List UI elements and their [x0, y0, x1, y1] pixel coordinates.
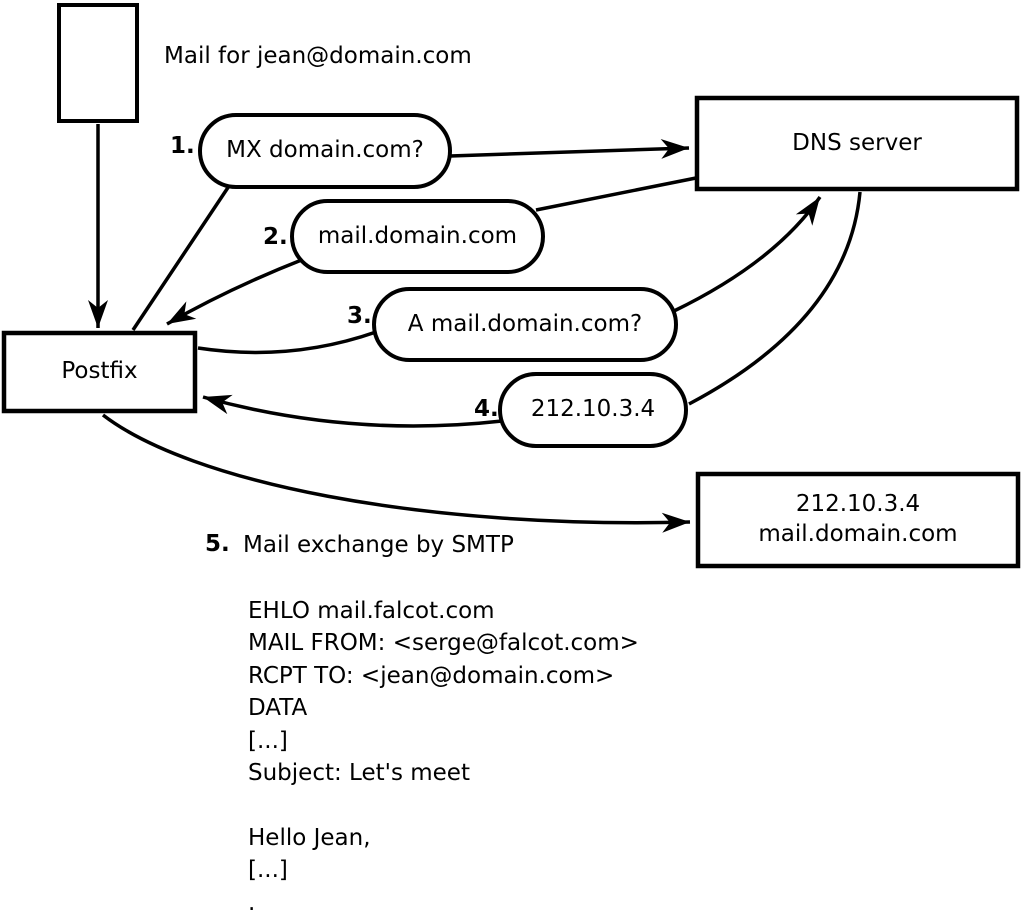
step2-pill — [290, 199, 545, 274]
query3-postfix-segment — [197, 330, 377, 355]
response2-to-postfix-arrow — [166, 257, 305, 326]
postfix-box — [1, 330, 198, 414]
response2-dns-segment — [535, 176, 697, 212]
step4-pill — [498, 372, 688, 448]
smtp-line: Subject: Let's meet — [248, 759, 470, 786]
dns-server-box — [694, 95, 1020, 192]
destination-server-label: 212.10.3.4 mail.domain.com — [698, 474, 1018, 566]
smtp-line: RCPT TO: <jean@domain.com> — [248, 662, 615, 689]
mail-for-label: Mail for jean@domain.com — [164, 43, 472, 69]
step2-pill-label: mail.domain.com — [317, 222, 518, 249]
response4-to-postfix-arrow — [202, 394, 503, 428]
mail-message-box — [57, 3, 139, 123]
destination-server-box — [695, 471, 1021, 569]
query1-to-dns-arrow — [449, 138, 690, 159]
smtp-line: Hello Jean, — [248, 824, 371, 851]
smtp-line: [...] — [248, 727, 288, 754]
destination-ip: 212.10.3.4 — [795, 491, 921, 518]
query3-to-dns-arrow — [673, 196, 822, 313]
dns-server-label: DNS server — [792, 129, 922, 156]
step1-number: 1. — [170, 133, 195, 159]
smtp-line: [...] — [248, 857, 288, 884]
step4-pill-label: 212.10.3.4 — [530, 396, 656, 423]
smtp-line: DATA — [248, 695, 308, 722]
step5-number: 5. — [205, 531, 230, 557]
step4-number: 4. — [474, 396, 499, 422]
smtp-line: EHLO mail.falcot.com — [248, 598, 495, 624]
smtp-session-block: EHLO mail.falcot.com MAIL FROM: <serge@f… — [248, 595, 639, 919]
smtp-line: . — [248, 889, 256, 916]
step3-pill — [372, 287, 678, 362]
smtp-line: MAIL FROM: <serge@falcot.com> — [248, 630, 639, 657]
step3-pill-label: A mail.domain.com? — [407, 310, 643, 337]
step3-number: 3. — [347, 303, 372, 329]
destination-hostname: mail.domain.com — [758, 521, 958, 547]
query1-postfix-segment — [131, 185, 231, 331]
smtp-line — [248, 789, 639, 821]
step5-label: Mail exchange by SMTP — [243, 532, 514, 558]
smtp-exchange-arrow — [101, 413, 691, 533]
response4-dns-segment — [688, 191, 862, 406]
postfix-label: Postfix — [61, 358, 138, 385]
step1-pill-label: MX domain.com? — [226, 137, 424, 164]
step2-number: 2. — [263, 224, 288, 250]
step1-pill — [198, 113, 452, 189]
